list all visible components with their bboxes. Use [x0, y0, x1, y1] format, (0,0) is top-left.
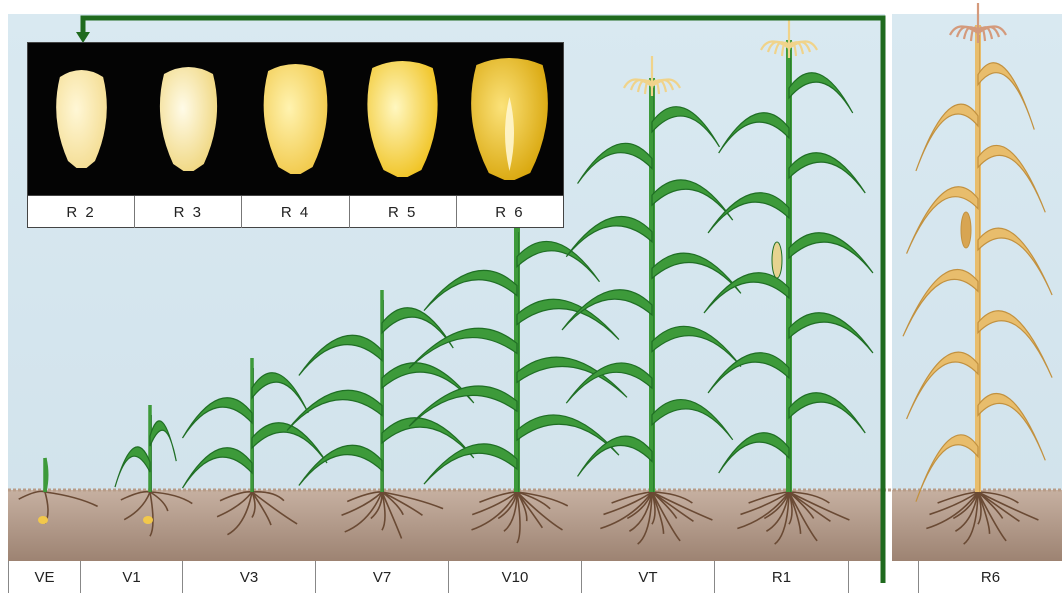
stage-label-ve: VE	[8, 561, 80, 593]
stage-label-v10: V10	[448, 561, 581, 593]
kernel-photo-panel	[28, 43, 563, 195]
stage-label-r1: R1	[714, 561, 848, 593]
stage-label-blank	[848, 561, 918, 593]
kernel-4	[264, 64, 328, 174]
kernel-label-r3: R 3	[135, 196, 242, 228]
stage-label-v7: V7	[315, 561, 448, 593]
kernel-2	[56, 70, 107, 168]
seed	[143, 516, 153, 524]
kernel-label-r6: R 6	[457, 196, 563, 228]
seed	[38, 516, 48, 524]
stage-label-vt: VT	[581, 561, 714, 593]
kernel-3	[160, 67, 217, 171]
ear	[772, 242, 782, 278]
kernel-label-r5: R 5	[350, 196, 457, 228]
kernel-5	[367, 61, 437, 177]
kernel-inset: R 2 R 3 R 4 R 5 R 6	[27, 42, 564, 228]
kernel-label-row: R 2 R 3 R 4 R 5 R 6	[28, 195, 563, 228]
stage-label-v3: V3	[182, 561, 315, 593]
kernel-label-r4: R 4	[242, 196, 349, 228]
kernel-label-r2: R 2	[28, 196, 135, 228]
stage-label-v1: V1	[80, 561, 182, 593]
kernel-images	[28, 43, 563, 195]
stage-label-r6: R6	[918, 561, 1062, 593]
ear	[961, 212, 971, 248]
